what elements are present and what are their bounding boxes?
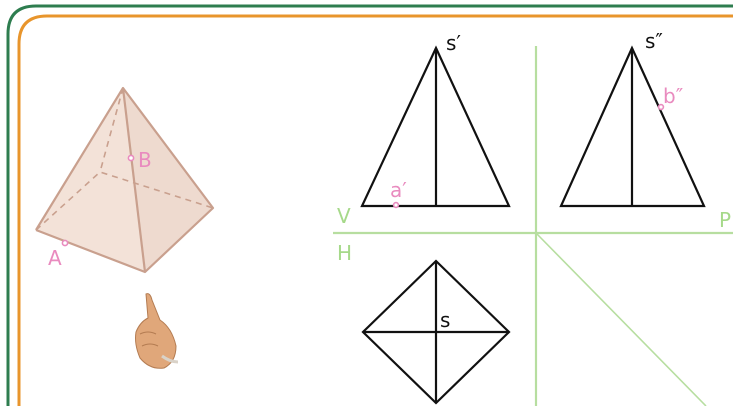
point-b-double-prime-marker xyxy=(657,103,665,111)
plane-h-label: H xyxy=(337,241,352,265)
pyramid-left-face xyxy=(36,88,145,272)
inner-frame xyxy=(17,14,733,406)
point-b-double-prime-label: b″ xyxy=(663,84,683,108)
auxiliary-45-line xyxy=(535,232,707,406)
pyramid-front-edge xyxy=(121,87,147,273)
point-a-label: A xyxy=(48,246,62,270)
point-a-marker xyxy=(61,239,69,247)
side-view: s″ b″ xyxy=(559,29,706,208)
point-a-prime-marker xyxy=(392,201,400,209)
top-view: s xyxy=(361,259,511,405)
projection-axes: V H P xyxy=(333,46,733,406)
pyramid-hidden-edge-apex xyxy=(99,87,124,173)
pyramid-3d: A B xyxy=(35,86,215,274)
point-a-prime-label: a′ xyxy=(390,178,407,202)
point-b-label: B xyxy=(138,148,152,172)
plane-w-label: P xyxy=(719,208,731,232)
pyramid-right-face xyxy=(123,88,213,272)
top-apex-label: s xyxy=(440,308,450,332)
point-b-marker xyxy=(127,154,135,162)
pyramid-visible-edges xyxy=(35,86,215,274)
side-apex-label: s″ xyxy=(645,29,663,53)
front-apex-label: s′ xyxy=(446,31,461,55)
pointing-hand-icon xyxy=(135,293,179,369)
outer-frame xyxy=(6,4,733,406)
plane-v-label: V xyxy=(337,204,351,228)
front-view: s′ a′ xyxy=(360,31,511,209)
pyramid-hidden-edges xyxy=(35,171,214,231)
